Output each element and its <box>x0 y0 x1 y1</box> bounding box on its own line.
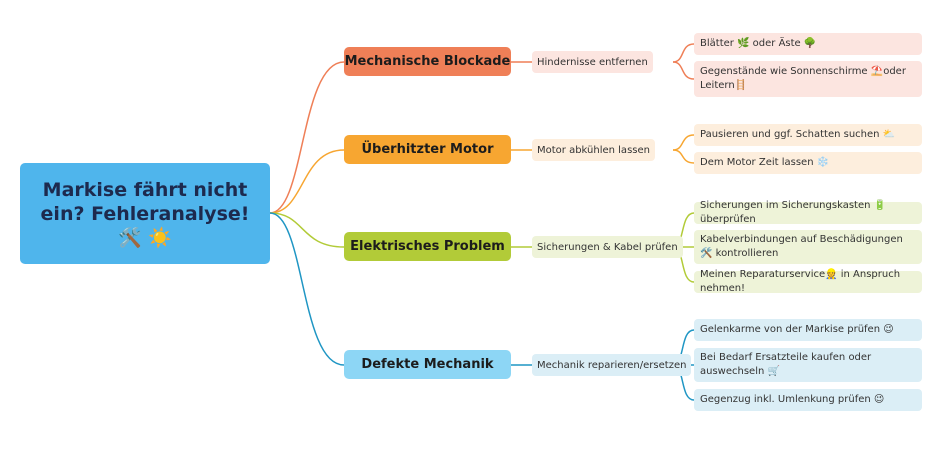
connector-root-branch-1 <box>269 61 345 214</box>
leaf-label: Pausieren und ggf. Schatten suchen ⛅ <box>700 129 896 140</box>
leaf-label: Sicherungen im Sicherungskasten 🔋 überpr… <box>700 200 887 225</box>
connector-action-leaf-1-2 <box>672 61 695 80</box>
leaf-reparaturservice[interactable]: Meinen Reparaturservice👷 in Anspruch neh… <box>694 269 922 294</box>
leaf-label: Meinen Reparaturservice👷 in Anspruch neh… <box>700 269 901 294</box>
leaf-label: Gelenkarme von der Markise prüfen 😉 <box>700 324 894 335</box>
leaf-motor-zeit[interactable]: Dem Motor Zeit lassen ❄️ <box>694 152 922 174</box>
root-topic[interactable]: Markise fährt nicht ein? Fehleranalyse! … <box>20 163 270 264</box>
leaf-ersatzteile[interactable]: Bei Bedarf Ersatzteile kaufen oder auswe… <box>694 348 922 382</box>
leaf-label: Blätter 🌿 oder Äste 🌳 <box>700 38 817 49</box>
connector-action-leaf-2-2 <box>672 149 695 164</box>
leaf-pausieren[interactable]: Pausieren und ggf. Schatten suchen ⛅ <box>694 124 922 146</box>
leaf-sicherungen[interactable]: Sicherungen im Sicherungskasten 🔋 überpr… <box>694 200 922 225</box>
action-hindernisse-entfernen[interactable]: Hindernisse entfernen <box>532 51 653 73</box>
branch-label: Elektrisches Problem <box>350 239 505 254</box>
leaf-kabelverbindungen[interactable]: Kabelverbindungen auf Beschädigungen 🛠️ … <box>694 230 922 264</box>
leaf-label: Kabelverbindungen auf Beschädigungen 🛠️ … <box>700 234 903 259</box>
action-mechanik-reparieren[interactable]: Mechanik reparieren/ersetzen <box>532 354 692 376</box>
connector-root-branch-3 <box>269 212 345 248</box>
connector-root-branch-4 <box>269 212 345 366</box>
connector-action-leaf-1-1 <box>672 43 695 63</box>
leaf-blaetter-aeste[interactable]: Blätter 🌿 oder Äste 🌳 <box>694 33 922 55</box>
branch-elektrisches-problem[interactable]: Elektrisches Problem <box>344 232 511 261</box>
action-label: Hindernisse entfernen <box>537 56 648 68</box>
root-topic-label: Markise fährt nicht ein? Fehleranalyse! … <box>40 178 250 249</box>
leaf-gegenzug[interactable]: Gegenzug inkl. Umlenkung prüfen 😉 <box>694 389 922 411</box>
leaf-label: Dem Motor Zeit lassen ❄️ <box>700 157 830 168</box>
branch-label: Defekte Mechanik <box>361 357 494 372</box>
action-sicherungen-kabel[interactable]: Sicherungen & Kabel prüfen <box>532 236 683 258</box>
leaf-label: Gegenstände wie Sonnenschirme ⛱️oder Lei… <box>700 66 906 91</box>
leaf-label: Gegenzug inkl. Umlenkung prüfen 😉 <box>700 394 885 405</box>
branch-label: Überhitzter Motor <box>361 142 494 157</box>
action-label: Motor abkühlen lassen <box>537 144 650 156</box>
action-label: Mechanik reparieren/ersetzen <box>537 359 687 371</box>
branch-label: Mechanische Blockade <box>344 54 511 69</box>
connector-root-branch-2 <box>269 149 345 214</box>
leaf-label: Bei Bedarf Ersatzteile kaufen oder auswe… <box>700 352 872 377</box>
branch-mechanische-blockade[interactable]: Mechanische Blockade <box>344 47 511 76</box>
leaf-gelenkarme[interactable]: Gelenkarme von der Markise prüfen 😉 <box>694 319 922 341</box>
connector-action-leaf-2-1 <box>672 134 695 151</box>
branch-ueberhitzter-motor[interactable]: Überhitzter Motor <box>344 135 511 164</box>
leaf-gegenstaende[interactable]: Gegenstände wie Sonnenschirme ⛱️oder Lei… <box>694 61 922 97</box>
branch-defekte-mechanik[interactable]: Defekte Mechanik <box>344 350 511 379</box>
action-motor-abkuehlen[interactable]: Motor abkühlen lassen <box>532 139 655 161</box>
action-label: Sicherungen & Kabel prüfen <box>537 241 678 253</box>
